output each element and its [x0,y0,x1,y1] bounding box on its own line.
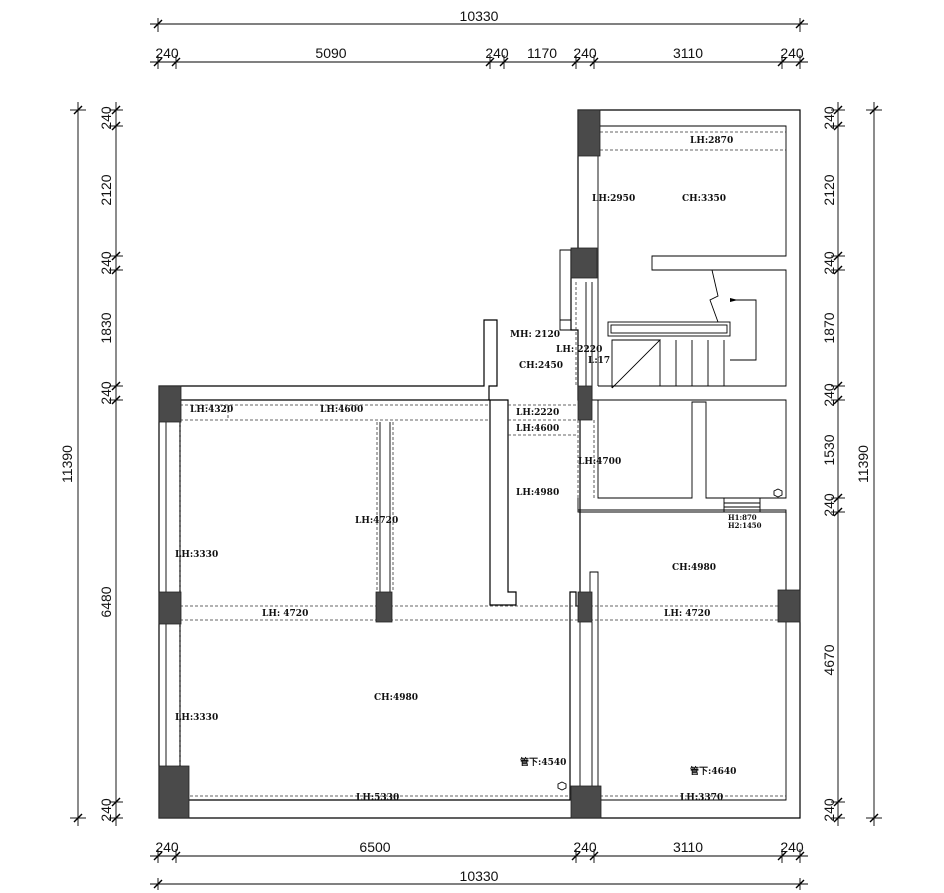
top-dim-1: 240 [155,45,179,61]
right-dim-7: 240 [821,493,837,517]
left-dim-4: 1830 [98,312,114,343]
bottom-dim-4: 3110 [673,839,703,855]
bottom-dim-1: 240 [155,839,179,855]
top-dim-4: 1170 [527,45,557,61]
right-dim-1: 240 [821,106,837,130]
label-lh-4320: LH:4320 [190,405,233,415]
label-ch-2450: CH:2450 [519,361,563,371]
right-dim-9: 240 [821,798,837,822]
label-lh-5330: LH:5330 [356,793,399,803]
right-dimension-lines [831,102,882,826]
left-total-dimension: 11390 [59,445,75,483]
right-dim-8: 4670 [821,644,837,675]
label-l17: L:17 [588,356,610,366]
bottom-dimension-lines [150,849,808,890]
left-dim-6: 6480 [98,586,114,617]
beam-lines [179,131,786,800]
top-total-dimension: 10330 [460,8,499,24]
label-ch-4980-right: CH:4980 [672,563,716,573]
label-ch-4980-main: CH:4980 [374,693,418,703]
label-ch-3350: CH:3350 [682,194,726,204]
right-dim-5: 240 [821,383,837,407]
bottom-dim-3: 240 [573,839,597,855]
label-lh-4720-right-beam: LH: 4720 [664,609,710,619]
top-dim-7: 240 [780,45,804,61]
bottom-dim-5: 240 [780,839,804,855]
top-dimension-lines [150,18,808,69]
left-dim-2: 2120 [98,174,114,205]
right-total-dimension: 11390 [855,445,871,483]
label-lh-3330-upper: LH:3330 [175,550,218,560]
left-dim-7: 240 [98,798,114,822]
structural-columns [158,109,801,819]
top-dim-3: 240 [485,45,509,61]
label-lh-3330-lower: LH:3330 [175,713,218,723]
left-dimension-lines [70,102,123,826]
walls [158,109,801,819]
bottom-total-dimension: 10330 [460,868,499,884]
label-h1-870: H1:870 [728,513,757,522]
bottom-dim-2: 6500 [359,839,390,855]
top-dim-5: 240 [573,45,597,61]
left-dim-5: 240 [98,381,114,405]
label-lh-2870: LH:2870 [690,136,733,146]
label-lh-4720-left-beam: LH: 4720 [262,609,308,619]
label-lh-4600-right: LH:4600 [516,424,559,434]
label-lh-2220-upper: LH: 2220 [556,345,602,355]
label-lh-2220-lower: LH:2220 [516,408,559,418]
right-dim-4: 1870 [821,312,837,343]
right-dim-6: 1530 [821,434,837,465]
right-dim-2: 2120 [821,174,837,205]
top-dim-2: 5090 [315,45,346,61]
label-h2-1450: H2:1450 [728,521,762,530]
label-lh-4700: LH:4700 [578,457,621,467]
left-dim-1: 240 [98,106,114,130]
label-lh-4720-column: LH:4720 [355,516,398,526]
top-dim-6: 3110 [673,45,703,61]
label-pipe-4640: 管下:4640 [690,765,736,777]
label-lh-3370: LH:3370 [680,793,723,803]
label-lh-4980: LH:4980 [516,488,559,498]
label-lh-4600-left: LH:4600 [320,405,363,415]
left-dim-3: 240 [98,251,114,275]
label-lh-2950: LH:2950 [592,194,635,204]
label-pipe-4540: 管下:4540 [520,756,566,768]
right-dim-3: 240 [821,251,837,275]
label-mh-2120: MH: 2120 [510,330,560,340]
